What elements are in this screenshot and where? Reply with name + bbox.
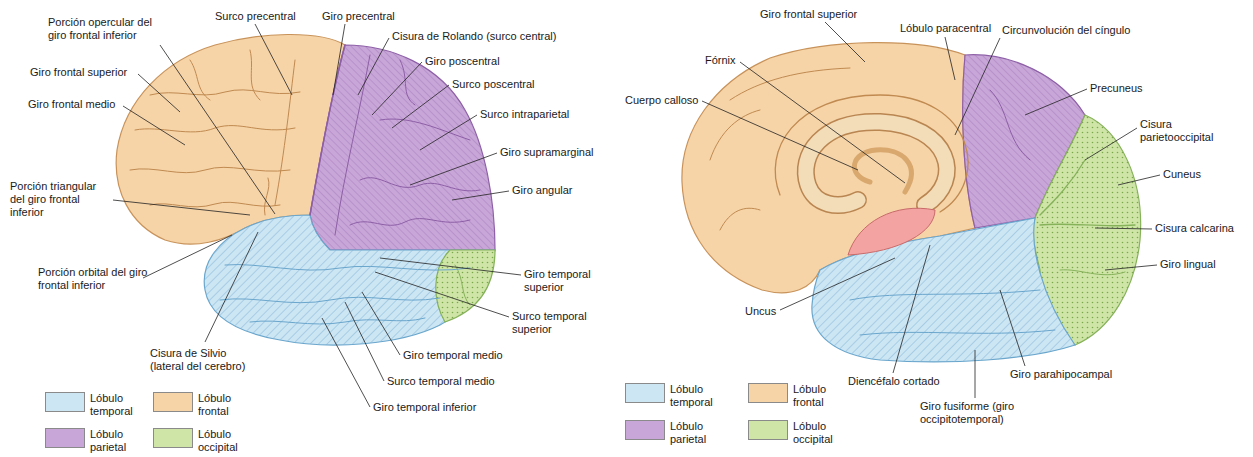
anatomy-label: Surco precentral bbox=[215, 10, 296, 23]
anatomy-label: Surco poscentral bbox=[452, 78, 535, 91]
anatomy-label: Giro parahipocampal bbox=[1010, 368, 1112, 381]
anatomy-label: Surco temporal medio bbox=[387, 375, 495, 388]
legend-swatch bbox=[153, 392, 193, 412]
anatomy-label: Cisura parietooccipital bbox=[1140, 118, 1230, 144]
legend-text: Lóbulo occipital bbox=[793, 420, 851, 446]
legend-entry: Lóbulo frontal bbox=[153, 392, 256, 418]
anatomy-label: Diencéfalo cortado bbox=[848, 375, 940, 388]
anatomy-label: Giro angular bbox=[512, 184, 573, 197]
anatomy-label: Giro lingual bbox=[1160, 258, 1216, 271]
anatomy-label: Cisura de Silvio (lateral del cerebro) bbox=[150, 347, 258, 373]
anatomy-label: Cuneus bbox=[1163, 168, 1201, 181]
anatomy-label: Porción orbital del giro frontal inferio… bbox=[38, 266, 148, 292]
legend-swatch bbox=[45, 392, 85, 412]
anatomy-label: Giro poscentral bbox=[425, 55, 500, 68]
legend-entry: Lóbulo parietal bbox=[45, 428, 148, 454]
parietal-hatch bbox=[310, 45, 495, 250]
legend-entry: Lóbulo parietal bbox=[625, 420, 728, 446]
legend-text: Lóbulo temporal bbox=[670, 383, 728, 409]
gyri-lines bbox=[130, 45, 480, 324]
temporal-hatch bbox=[812, 218, 1075, 362]
anatomy-label: Cuerpo calloso bbox=[625, 94, 698, 107]
legend-swatch bbox=[748, 383, 788, 403]
anatomy-label: Giro precentral bbox=[322, 10, 395, 23]
anatomy-label: Uncus bbox=[745, 305, 776, 318]
corpus-callosum-outline bbox=[806, 122, 947, 205]
anatomy-label: Porción triangular del giro frontal infe… bbox=[10, 180, 110, 219]
legend-swatch bbox=[748, 420, 788, 440]
legend-swatch bbox=[45, 428, 85, 448]
anatomy-label: Porción opercular del giro frontal infer… bbox=[48, 16, 163, 42]
legend-text: Lóbulo parietal bbox=[90, 428, 148, 454]
fornix bbox=[854, 150, 911, 192]
anatomy-label: Giro fusiforme (giro occipitotemporal) bbox=[920, 400, 1045, 426]
anatomy-label: Lóbulo paracentral bbox=[900, 22, 991, 35]
temporal-lobe bbox=[204, 215, 495, 345]
temporal-lobe bbox=[812, 218, 1075, 362]
anatomy-label: Giro frontal superior bbox=[30, 66, 127, 79]
legend-entry: Lóbulo temporal bbox=[45, 392, 148, 418]
anatomy-label: Giro temporal superior bbox=[524, 268, 619, 294]
legend-entry: Lóbulo occipital bbox=[153, 428, 256, 454]
legend-swatch bbox=[625, 383, 665, 403]
legend-swatch bbox=[153, 428, 193, 448]
anatomy-label: Surco temporal superior bbox=[512, 310, 607, 336]
legend-text: Lóbulo temporal bbox=[90, 392, 148, 418]
anatomy-label: Fórnix bbox=[705, 54, 736, 67]
parietal-lobe bbox=[310, 45, 495, 250]
legend-text: Lóbulo parietal bbox=[670, 420, 728, 446]
leader-lines bbox=[702, 22, 1160, 398]
anatomy-label: Cisura calcarina bbox=[1155, 222, 1234, 235]
anatomy-label: Giro temporal medio bbox=[403, 349, 503, 362]
anatomy-label: Giro supramarginal bbox=[500, 146, 594, 159]
corpus-callosum bbox=[806, 122, 947, 205]
occipital-dots bbox=[436, 250, 495, 322]
legend-text: Lóbulo frontal bbox=[793, 383, 851, 409]
anatomy-label: Cisura de Rolando (surco central) bbox=[392, 30, 556, 43]
occipital-lobe bbox=[436, 250, 495, 322]
anatomy-label: Circunvolución del cíngulo bbox=[1002, 24, 1130, 37]
legend-entry: Lóbulo temporal bbox=[625, 383, 728, 409]
medial-gyri bbox=[710, 68, 1135, 335]
legend-text: Lóbulo frontal bbox=[198, 392, 256, 418]
medial-brain bbox=[682, 22, 1160, 398]
anatomy-label: Surco intraparietal bbox=[480, 108, 569, 121]
anatomy-label: Precuneus bbox=[1090, 82, 1143, 95]
anatomy-label: Giro frontal superior bbox=[760, 8, 857, 21]
diencephalon-cut bbox=[848, 208, 935, 255]
temporal-hatch bbox=[204, 215, 495, 345]
legend-entry: Lóbulo occipital bbox=[748, 420, 851, 446]
anatomy-label: Giro temporal inferior bbox=[373, 401, 476, 414]
legend-entry: Lóbulo frontal bbox=[748, 383, 851, 409]
legend-swatch bbox=[625, 420, 665, 440]
legend-text: Lóbulo occipital bbox=[198, 428, 256, 454]
anatomy-label: Giro frontal medio bbox=[28, 98, 115, 111]
